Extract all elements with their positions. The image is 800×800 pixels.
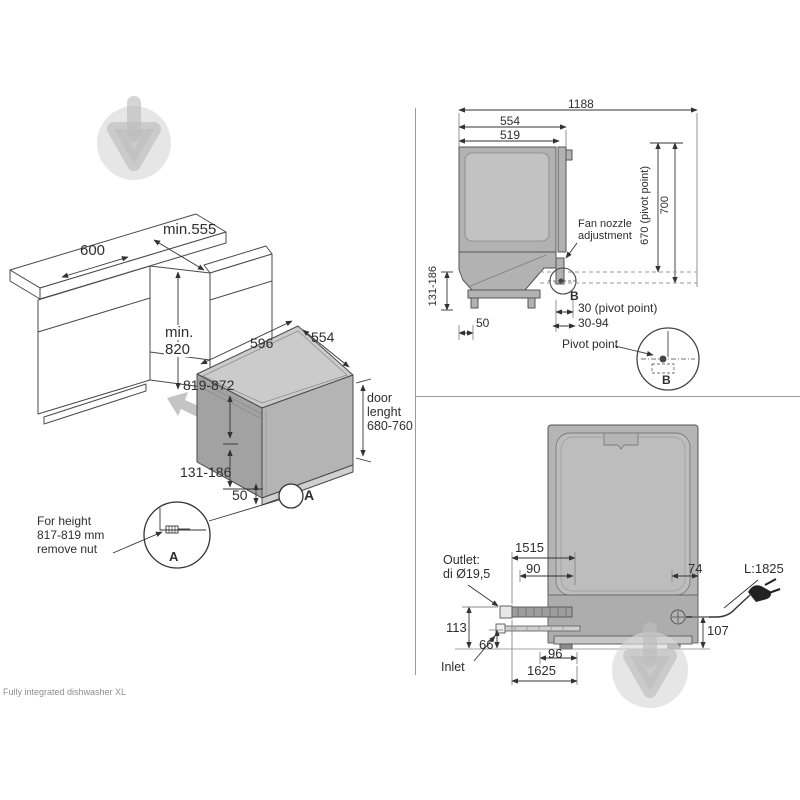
rear-dim-1625-label: 1625 [527, 663, 556, 678]
cord-length-label: L:1825 [744, 561, 784, 576]
door-length-label-3: 680-760 [367, 419, 413, 433]
pivot-height-label: 670 (pivot point) [639, 166, 651, 245]
rear-dim-113-label: 113 [446, 620, 467, 635]
outlet-label-1: Outlet: [443, 553, 480, 567]
watermark-logo-icon [612, 622, 688, 708]
niche-height-label-2: 820 [164, 341, 192, 358]
unit-height-label: 819-872 [183, 377, 235, 393]
drawing-caption: Fully integrated dishwasher XL [3, 687, 127, 697]
rear-dim-74-label: 74 [688, 561, 703, 576]
side-view-dimension-lines [441, 107, 698, 340]
pivot-offset-label: 30 (pivot point) [578, 301, 658, 315]
total-depth-label: 1188 [568, 97, 594, 111]
side-foot-offset-label: 50 [476, 316, 490, 330]
rear-dim-96-label: 96 [548, 646, 563, 661]
plinth-range-label: 131-186 [180, 464, 232, 480]
rear-dim-1515-label: 1515 [515, 540, 544, 555]
unit-depth-label: 554 [311, 329, 335, 345]
inlet-label: Inlet [441, 660, 465, 674]
rear-view-dimension-lines [462, 552, 759, 685]
rear-dim-107-label: 107 [707, 623, 729, 638]
pivot-detail-circle-label: B [662, 373, 671, 387]
depth-label: 554 [500, 114, 521, 128]
detail-a-note-3: remove nut [37, 542, 98, 556]
door-length-label-2: lenght [367, 405, 402, 419]
side-plinth-range-label: 131-186 [427, 266, 439, 307]
inlet-hose [495, 623, 581, 634]
pivot-marker-label: B [570, 289, 579, 303]
detail-a-circle-label: A [169, 549, 179, 564]
side-view [458, 146, 573, 309]
unit-width-label: 596 [250, 335, 274, 351]
detail-a-marker [208, 483, 304, 522]
height-label: 700 [659, 196, 671, 215]
pivot-point-label: Pivot point [562, 337, 619, 351]
pivot-detail-view [614, 327, 700, 391]
watermark-logo-icon [97, 96, 171, 180]
power-cord-and-plug-icon [686, 578, 781, 618]
inner-depth-label: 519 [500, 128, 521, 142]
fan-nozzle-label-2: adjustment [578, 230, 632, 242]
outlet-hose [499, 605, 573, 619]
niche-width-label: 600 [80, 242, 106, 259]
pivot-range-label: 30-94 [578, 316, 609, 330]
outlet-label-2: di Ø19,5 [443, 567, 491, 581]
divider-lines [415, 108, 800, 675]
detail-a-note-1: For height [37, 514, 92, 528]
rear-dim-66-label: 66 [479, 637, 494, 652]
rear-view [455, 424, 710, 650]
side-view-pivot-marker [548, 267, 578, 295]
niche-height-label-1: min. [164, 324, 195, 341]
foot-offset-label: 50 [232, 487, 248, 503]
niche-depth-label: min.555 [163, 221, 217, 238]
detail-a-note-2: 817-819 mm [37, 528, 105, 542]
detail-a-view [112, 501, 211, 569]
door-length-label-1: door [367, 391, 393, 405]
detail-a-marker-label: A [304, 487, 315, 503]
rear-dim-90-label: 90 [526, 561, 541, 576]
fan-nozzle-label-1: Fan nozzle [578, 218, 632, 230]
